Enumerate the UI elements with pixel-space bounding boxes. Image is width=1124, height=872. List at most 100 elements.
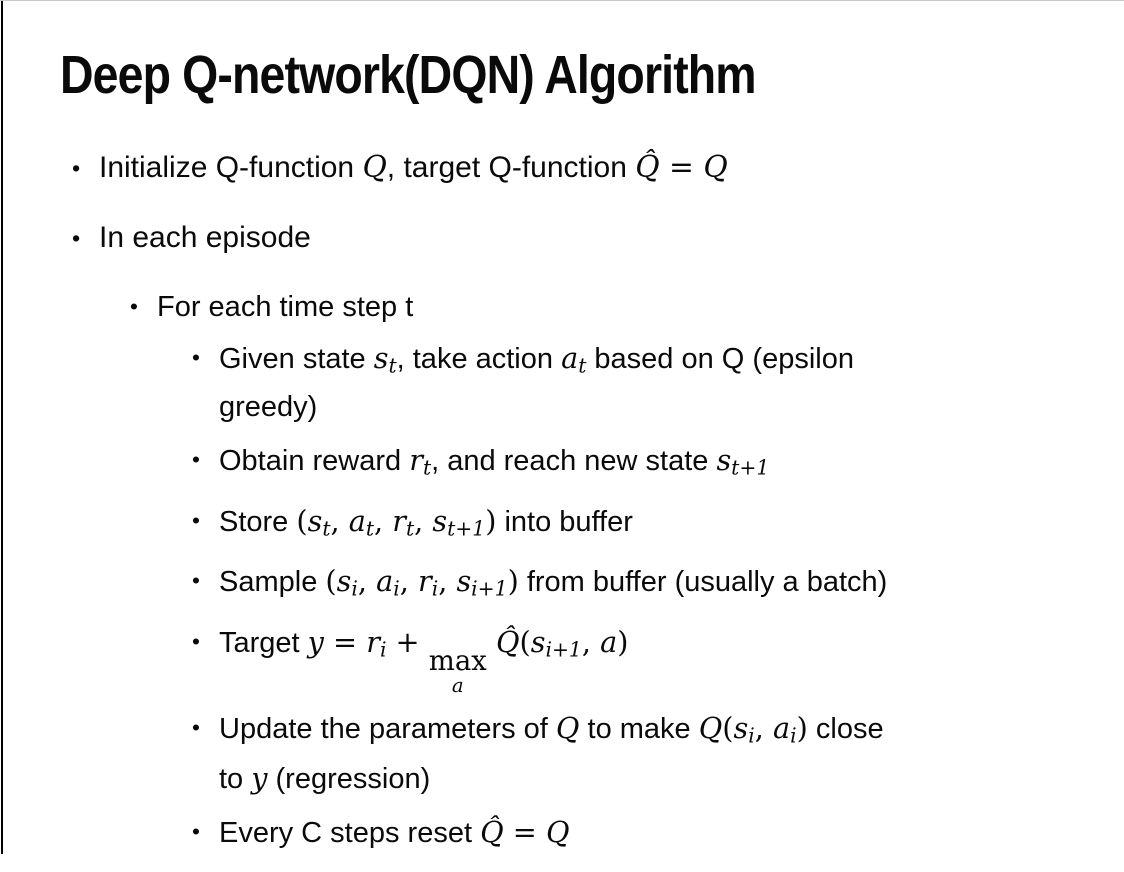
bullet-text: Initialize Q-function Q, target Q-functi… — [99, 146, 728, 190]
text-run: Every C steps reset — [219, 816, 481, 849]
bullet-list: • Initialize Q-function Q, target Q-funct… — [0, 146, 1124, 865]
math-symbol: s — [432, 503, 448, 538]
math-operator: ( — [722, 711, 734, 746]
math-subscript: i — [790, 723, 797, 748]
bullet-item-level-3: •Given state st, take action at based on… — [0, 337, 1124, 428]
bullet-item-level-3: •Update the parameters of Q to make Q(si… — [0, 707, 1124, 799]
math-operator: ) — [507, 564, 519, 599]
math-operator: = — [659, 150, 704, 185]
math-symbol: s — [716, 443, 732, 478]
math-subscript: i — [379, 637, 387, 662]
bullet-text: Obtain reward rt, and reach new state st… — [219, 439, 769, 488]
math-subscript: t — [405, 516, 415, 541]
math-symbol: s — [307, 503, 323, 538]
math-symbol: a — [561, 341, 579, 375]
math-subscript: i — [351, 576, 358, 601]
bullet-marker: • — [72, 155, 81, 181]
math-operator: ( — [519, 624, 531, 659]
math-symbol: r — [366, 624, 380, 659]
bullet-text: Sample (si, ai, ri, si+1) from buffer (u… — [219, 560, 887, 609]
bullet-item-level-3: •Obtain reward rt, and reach new state s… — [0, 439, 1124, 488]
text-run: based on Q (epsilon — [586, 343, 854, 375]
text-run: greedy) — [219, 391, 318, 424]
bullet-marker: • — [192, 447, 200, 473]
math-subscript: t+1 — [731, 455, 770, 480]
math-operator: + — [386, 624, 429, 659]
math-subscript: t — [365, 516, 374, 541]
slide-top-border — [0, 0, 1124, 1]
math-symbol: s — [336, 564, 352, 599]
math-symbol: r — [392, 503, 406, 538]
text-run: to make — [579, 713, 699, 746]
math-operator: , — [581, 624, 601, 659]
text-run: In each episode — [99, 221, 311, 254]
math-operator: , — [438, 564, 457, 599]
bullet-text: For each time step t — [157, 286, 413, 328]
text-run: to — [219, 762, 252, 795]
math-symbol: a — [772, 711, 791, 746]
math-symbol: r — [417, 564, 432, 599]
math-symbol: a — [348, 503, 366, 538]
bullet-text: Store (st, at, rt, st+1) into buffer — [219, 500, 633, 549]
bullet-item-level-3: •Every C steps reset Q̂ = Q — [0, 811, 1124, 854]
text-run: , take action — [396, 343, 562, 375]
math-symbol: a — [376, 564, 394, 599]
bullet-marker: • — [72, 225, 81, 251]
bullet-marker: • — [130, 294, 138, 319]
math-symbol: y — [307, 624, 324, 659]
math-subscript: i+1 — [545, 637, 582, 662]
math-symbol: Q — [362, 150, 387, 185]
bullet-text: Update the parameters of Q to make Q(si,… — [219, 707, 884, 799]
math-operator: , — [414, 503, 433, 538]
text-run: close — [807, 713, 884, 746]
text-run: into buffer — [496, 505, 633, 538]
math-subscript: i — [748, 723, 755, 748]
math-operator: , — [374, 503, 393, 538]
bullet-item-level-1: • In each episode — [0, 216, 1124, 260]
math-operator: , — [330, 503, 349, 538]
math-operator: ( — [296, 503, 308, 538]
math-symbol: Q — [698, 711, 723, 746]
math-symbol: s — [733, 711, 749, 746]
bullet-item-level-3: •Store (st, at, rt, st+1) into buffer — [0, 500, 1124, 549]
text-run: For each time step t — [157, 291, 414, 323]
text-run: Sample — [219, 566, 326, 599]
text-run: (regression) — [267, 762, 431, 795]
math-operator: , — [754, 711, 773, 746]
math-symbol: Q — [703, 150, 728, 185]
math-subscript: t — [422, 455, 432, 480]
text-run: , target Q-function — [386, 151, 636, 184]
math-symbol-hat: Q̂ — [480, 814, 504, 849]
math-subscript: t — [322, 516, 331, 541]
bullet-text: In each episode — [99, 216, 311, 260]
math-operator: , — [399, 564, 418, 599]
math-symbol-hat: Q̂ — [635, 150, 660, 185]
text-run: Obtain reward — [219, 445, 410, 478]
math-operator: = — [503, 814, 546, 849]
math-subscript: t — [578, 353, 587, 378]
bullet-text: Every C steps reset Q̂ = Q — [219, 811, 570, 854]
math-subscript: i+1 — [471, 576, 508, 601]
math-operator: ) — [617, 624, 629, 659]
math-symbol: s — [373, 341, 389, 375]
bullet-item-level-2: • For each time step t — [0, 286, 1124, 328]
text-run: Given state — [219, 343, 374, 375]
bullet-item-level-3: •Sample (si, ai, ri, si+1) from buffer (… — [0, 560, 1124, 609]
math-symbol: a — [600, 624, 618, 659]
math-symbol: Q — [545, 814, 570, 849]
math-symbol: Q — [555, 711, 580, 746]
math-subscript: t+1 — [447, 516, 486, 541]
math-operator: ) — [796, 711, 808, 746]
text-run: Update the parameters of — [219, 713, 556, 746]
text-run: from buffer (usually a batch) — [518, 566, 888, 599]
math-operator: ( — [325, 564, 337, 599]
bullet-marker: • — [192, 628, 200, 654]
text-run: , and reach new state — [431, 445, 717, 478]
math-operator: ) — [485, 503, 497, 538]
math-symbol: s — [456, 564, 472, 599]
math-subscript: i — [393, 576, 400, 601]
